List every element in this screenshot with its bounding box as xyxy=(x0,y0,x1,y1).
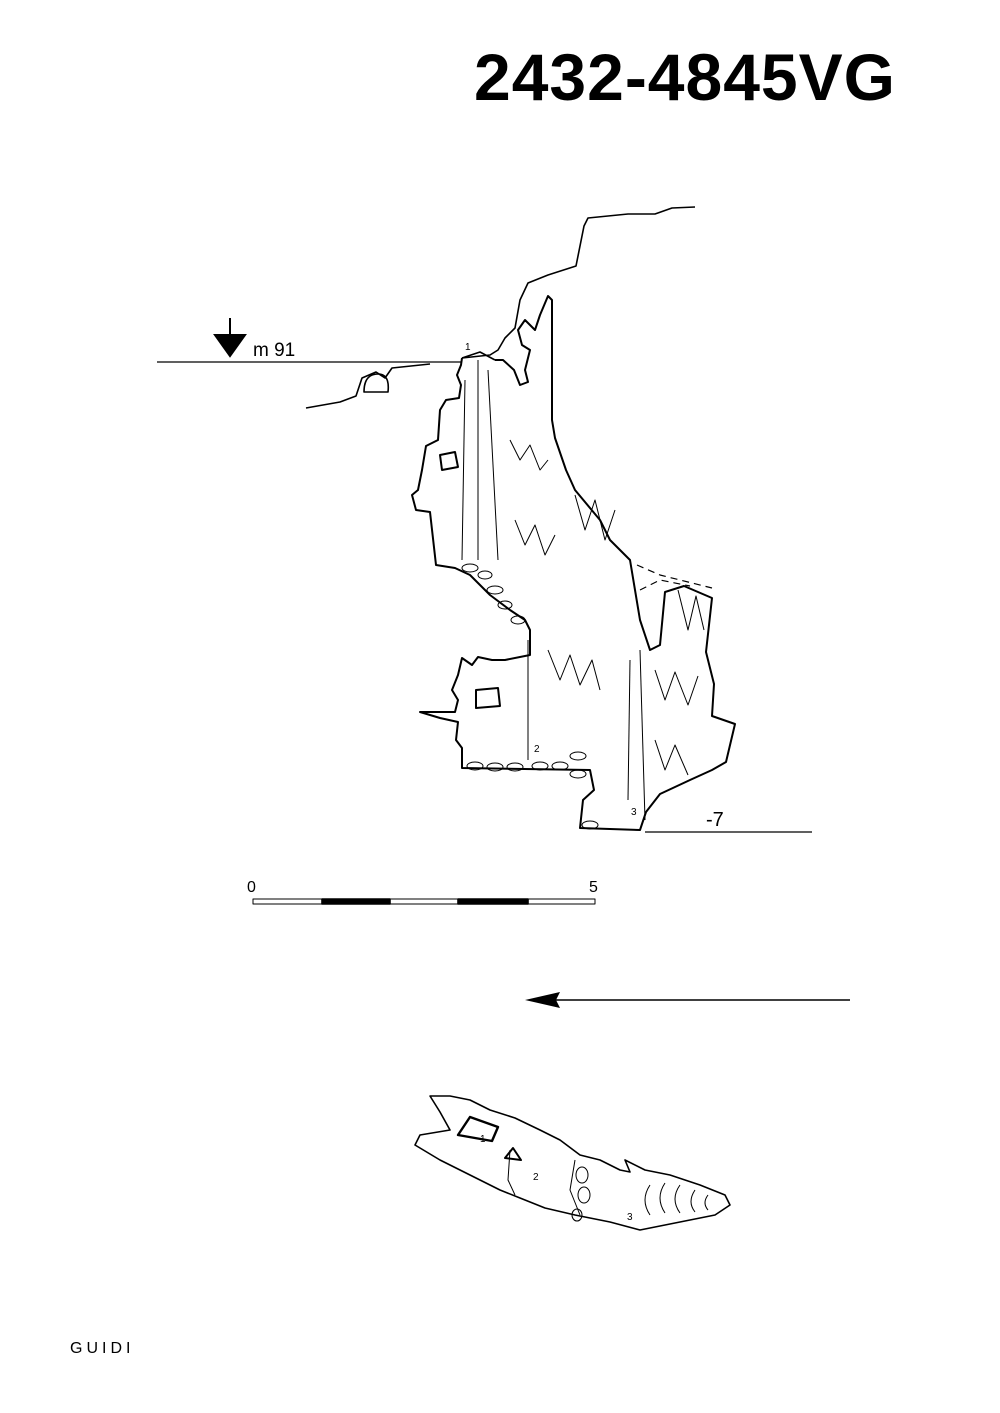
surface-left xyxy=(305,363,431,409)
plan-shaft xyxy=(456,1115,500,1143)
surface-profile xyxy=(461,206,696,359)
plan-station-label: 1 xyxy=(480,1134,486,1145)
rubble xyxy=(461,563,599,830)
depth-label: -7 xyxy=(706,809,724,831)
wall-details xyxy=(439,360,705,821)
plan-station-label: 3 xyxy=(627,1212,633,1223)
plan-station-label: 2 xyxy=(533,1172,539,1183)
cave-section-outline xyxy=(411,295,736,831)
scale-start-label: 0 xyxy=(247,879,256,896)
station-label: 2 xyxy=(534,744,540,755)
entrance-arrow-icon xyxy=(213,318,247,358)
station-label: 3 xyxy=(631,807,637,818)
cave-cadastral-code: 2432-4845VG xyxy=(474,40,896,114)
author-name: GUIDI xyxy=(70,1340,135,1357)
cave-plan-outline xyxy=(414,1095,731,1231)
scale-bar xyxy=(252,898,596,905)
entrance-elevation: m 91 xyxy=(253,340,295,361)
scale-end-label: 5 xyxy=(589,879,598,896)
station-label: 1 xyxy=(465,342,471,353)
arrowhead-icon xyxy=(525,992,560,1008)
boulder xyxy=(363,373,390,393)
